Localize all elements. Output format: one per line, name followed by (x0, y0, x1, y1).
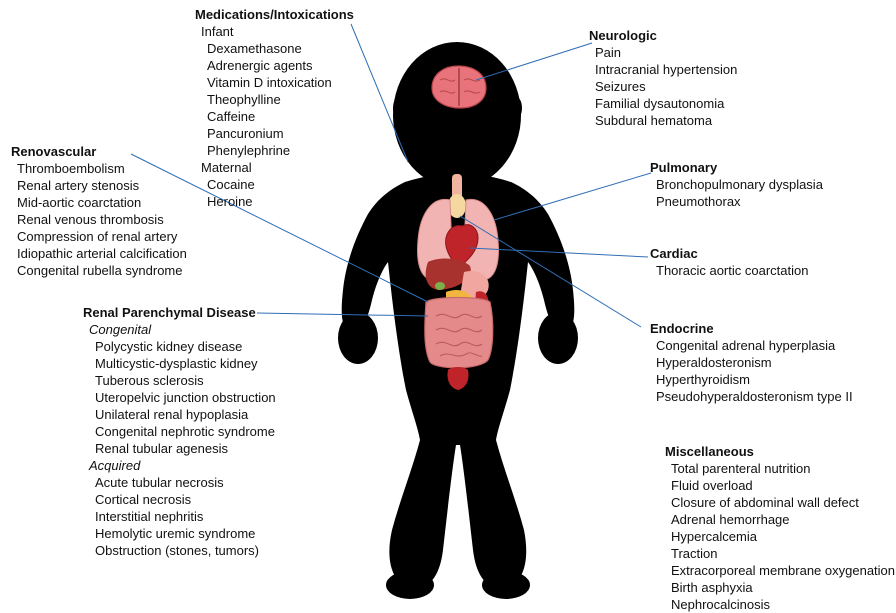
endocrine-item: Congenital adrenal hyperplasia (650, 337, 853, 354)
neurologic-item: Familial dysautonomia (589, 95, 737, 112)
renovascular-item: Renal venous thrombosis (11, 211, 187, 228)
renal-parenchymal-item: Acute tubular necrosis (83, 474, 276, 491)
miscellaneous-item: Birth asphyxia (665, 579, 895, 596)
renovascular-item: Mid-aortic coarctation (11, 194, 187, 211)
maternal-subheading: Maternal (195, 159, 354, 176)
medication-item: Heroine (195, 193, 354, 210)
intestines-icon (425, 298, 493, 368)
renovascular-item: Idiopathic arterial calcification (11, 245, 187, 262)
pulmonary-item: Pneumothorax (650, 193, 823, 210)
medication-item: Adrenergic agents (195, 57, 354, 74)
endocrine-group: Endocrine Congenital adrenal hyperplasia… (650, 320, 853, 405)
medication-item: Cocaine (195, 176, 354, 193)
renovascular-item: Thromboembolism (11, 160, 187, 177)
renal-parenchymal-item: Tuberous sclerosis (83, 372, 276, 389)
renovascular-heading: Renovascular (11, 143, 187, 160)
renal-parenchymal-item: Uteropelvic junction obstruction (83, 389, 276, 406)
neurologic-item: Intracranial hypertension (589, 61, 737, 78)
medications-heading: Medications/Intoxications (195, 6, 354, 23)
renal-parenchymal-item: Polycystic kidney disease (83, 338, 276, 355)
medication-item: Phenylephrine (195, 142, 354, 159)
medication-item: Pancuronium (195, 125, 354, 142)
medication-item: Theophylline (195, 91, 354, 108)
renal-parenchymal-group: Renal Parenchymal Disease Congenital Pol… (83, 304, 276, 559)
miscellaneous-item: Hypercalcemia (665, 528, 895, 545)
miscellaneous-item: Extracorporeal membrane oxygenation (665, 562, 895, 579)
neurologic-group: Neurologic Pain Intracranial hypertensio… (589, 27, 737, 129)
renal-parenchymal-item: Renal tubular agenesis (83, 440, 276, 457)
renal-parenchymal-item: Interstitial nephritis (83, 508, 276, 525)
congenital-subheading: Congenital (83, 321, 276, 338)
miscellaneous-heading: Miscellaneous (665, 443, 895, 460)
pulmonary-heading: Pulmonary (650, 159, 823, 176)
endocrine-item: Hyperthyroidism (650, 371, 853, 388)
miscellaneous-group: Miscellaneous Total parenteral nutrition… (665, 443, 895, 613)
pulmonary-group: Pulmonary Bronchopulmonary dysplasia Pne… (650, 159, 823, 210)
neurologic-item: Pain (589, 44, 737, 61)
brain-icon (432, 66, 486, 108)
miscellaneous-item: Nephrocalcinosis (665, 596, 895, 613)
miscellaneous-item: Adrenal hemorrhage (665, 511, 895, 528)
miscellaneous-item: Fluid overload (665, 477, 895, 494)
miscellaneous-item: Total parenteral nutrition (665, 460, 895, 477)
renovascular-item: Compression of renal artery (11, 228, 187, 245)
medication-item: Vitamin D intoxication (195, 74, 354, 91)
renovascular-item: Congenital rubella syndrome (11, 262, 187, 279)
cardiac-item: Thoracic aortic coarctation (650, 262, 808, 279)
acquired-subheading: Acquired (83, 457, 276, 474)
renal-parenchymal-heading: Renal Parenchymal Disease (83, 304, 276, 321)
cardiac-heading: Cardiac (650, 245, 808, 262)
endocrine-item: Pseudohyperaldosteronism type II (650, 388, 853, 405)
renal-parenchymal-item: Multicystic-dysplastic kidney (83, 355, 276, 372)
renal-parenchymal-item: Unilateral renal hypoplasia (83, 406, 276, 423)
renovascular-group: Renovascular Thromboembolism Renal arter… (11, 143, 187, 279)
miscellaneous-item: Closure of abdominal wall defect (665, 494, 895, 511)
cardiac-group: Cardiac Thoracic aortic coarctation (650, 245, 808, 279)
pulmonary-item: Bronchopulmonary dysplasia (650, 176, 823, 193)
endocrine-heading: Endocrine (650, 320, 853, 337)
medication-item: Dexamethasone (195, 40, 354, 57)
neurologic-item: Subdural hematoma (589, 112, 737, 129)
renal-parenchymal-item: Cortical necrosis (83, 491, 276, 508)
endocrine-item: Hyperaldosteronism (650, 354, 853, 371)
miscellaneous-item: Traction (665, 545, 895, 562)
neurologic-heading: Neurologic (589, 27, 737, 44)
renal-parenchymal-item: Obstruction (stones, tumors) (83, 542, 276, 559)
renovascular-item: Renal artery stenosis (11, 177, 187, 194)
neurologic-item: Seizures (589, 78, 737, 95)
medications-group: Medications/Intoxications Infant Dexamet… (195, 6, 354, 210)
renal-parenchymal-item: Hemolytic uremic syndrome (83, 525, 276, 542)
infant-subheading: Infant (195, 23, 354, 40)
renal-parenchymal-item: Congenital nephrotic syndrome (83, 423, 276, 440)
medication-item: Caffeine (195, 108, 354, 125)
